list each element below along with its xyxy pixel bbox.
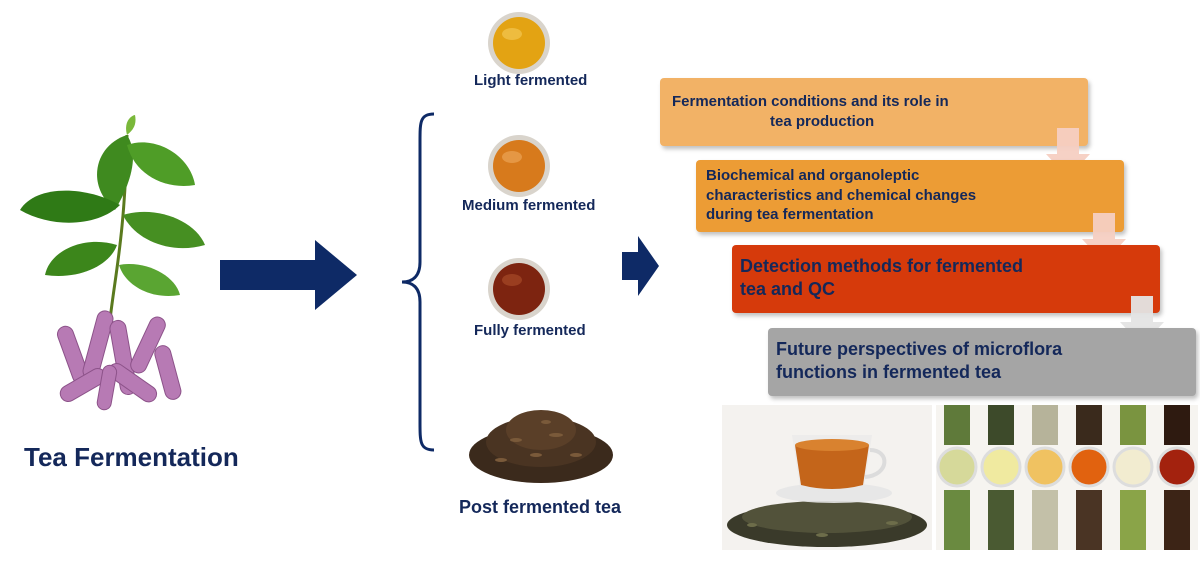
- light-fermented-tea-cup-icon: [488, 12, 550, 74]
- tea-type-label-medium: Medium fermented: [462, 197, 596, 214]
- step-4-line-1: Future perspectives of microflora: [776, 339, 1063, 359]
- post-fermented-tea-leaves-illustration: [469, 410, 613, 483]
- step-2-line-3: during tea fermentation: [706, 206, 874, 223]
- tea-type-label-post: Post fermented tea: [459, 497, 622, 517]
- tea-type-label-fully: Fully fermented: [474, 322, 586, 339]
- tea-varieties-photo: [936, 405, 1198, 550]
- step-box-fermentation-conditions: Fermentation conditions and its role in …: [660, 78, 1088, 146]
- tea-cup-photo: [722, 405, 932, 550]
- small-right-arrow-icon: [622, 236, 659, 296]
- step-1-line-2: tea production: [770, 112, 875, 130]
- right-arrow-icon: [220, 240, 357, 310]
- curly-brace-icon: [401, 112, 435, 452]
- step-2-line-1: Biochemical and organoleptic: [706, 167, 920, 184]
- step-2-line-2: characteristics and chemical changes: [706, 186, 977, 204]
- step-1-line-1: Fermentation conditions and its role in: [672, 93, 949, 110]
- step-3-line-2: tea and QC: [740, 279, 836, 300]
- step-box-detection-methods: Detection methods for fermented tea and …: [732, 245, 1160, 313]
- tea-type-label-light: Light fermented: [474, 72, 588, 89]
- fully-fermented-tea-cup-icon: [488, 258, 550, 320]
- step-4-line-2: functions in fermented tea: [776, 362, 1002, 383]
- medium-fermented-tea-cup-icon: [488, 135, 550, 197]
- tea-leaf-sprig-illustration: [20, 115, 205, 321]
- step-box-future-perspectives: Future perspectives of microflora functi…: [768, 328, 1196, 396]
- bacteria-illustration: [56, 310, 182, 411]
- step-box-biochemical-characteristics: Biochemical and organoleptic characteris…: [696, 160, 1124, 232]
- step-3-line-1: Detection methods for fermented: [740, 256, 1024, 276]
- main-title: Tea Fermentation: [24, 442, 239, 472]
